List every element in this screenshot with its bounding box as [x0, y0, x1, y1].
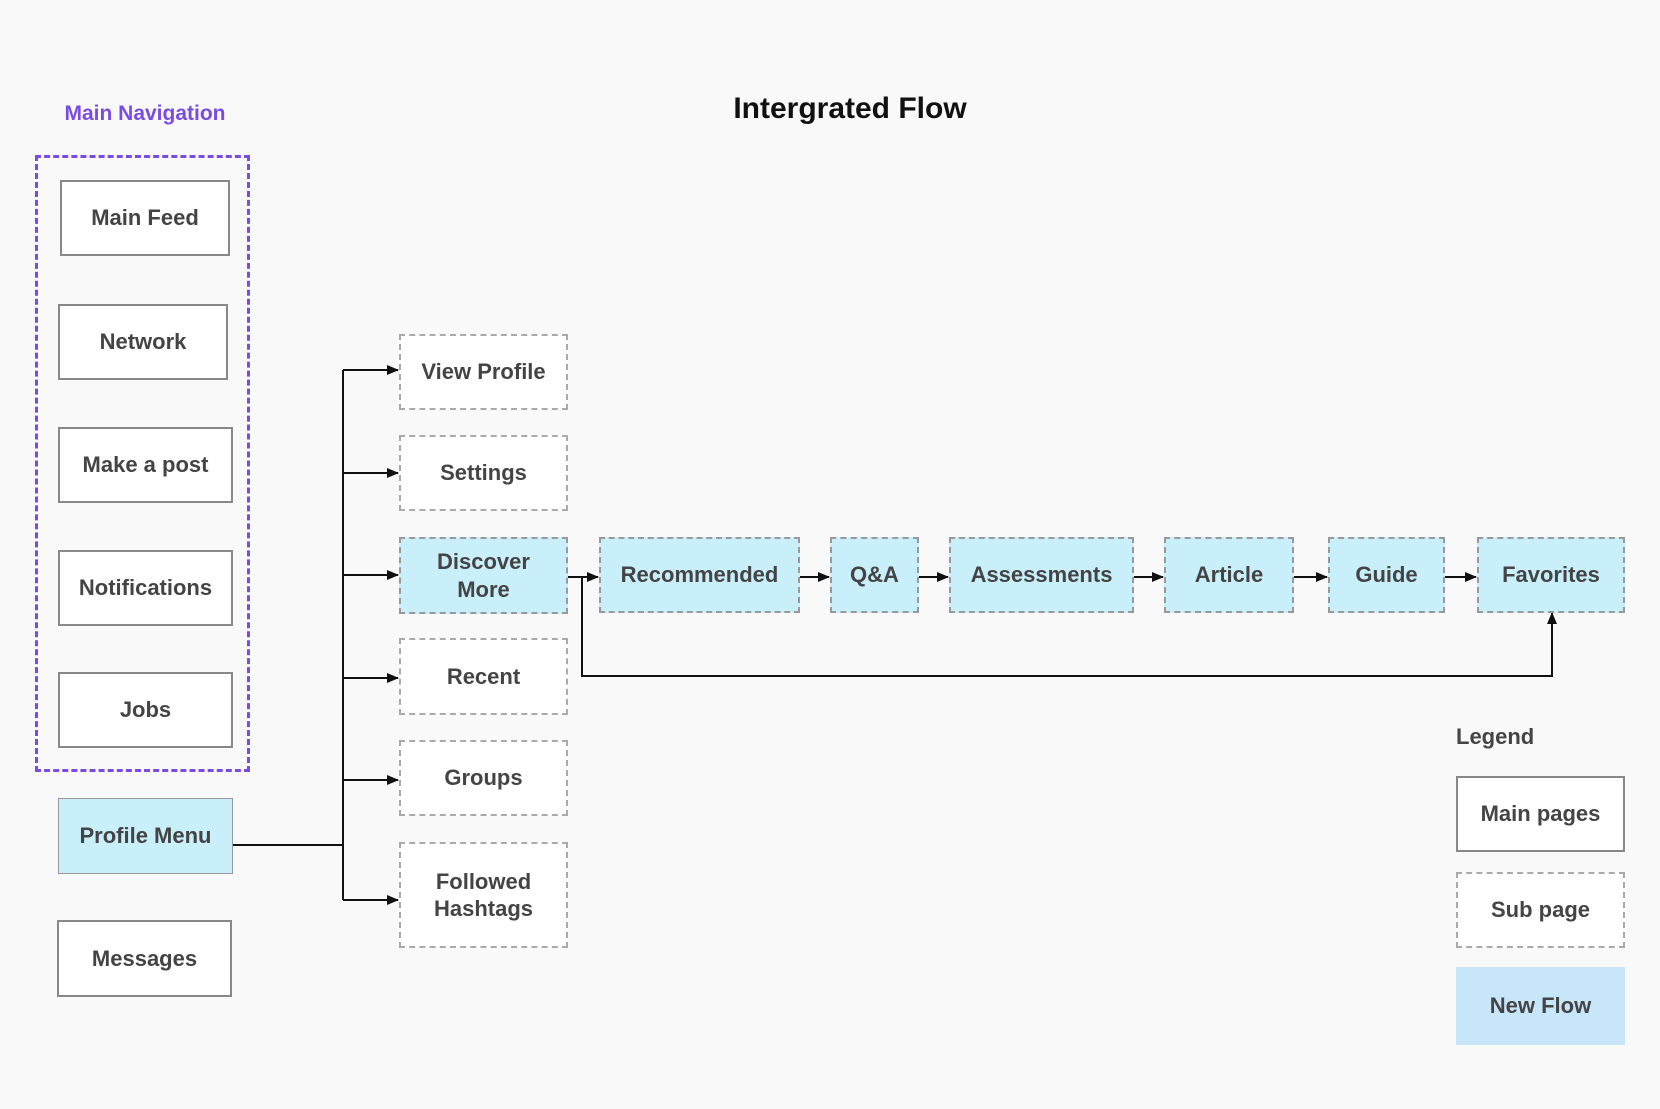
node-network: Network	[58, 304, 228, 380]
node-discover-more: Discover More	[399, 537, 568, 614]
main-navigation-label: Main Navigation	[64, 102, 226, 125]
node-jobs: Jobs	[58, 672, 233, 748]
node-followed-hashtags: Followed Hashtags	[399, 842, 568, 948]
node-article: Article	[1164, 537, 1294, 613]
legend-new-flow: New Flow	[1456, 967, 1625, 1045]
node-view-profile: View Profile	[399, 334, 568, 410]
node-guide: Guide	[1328, 537, 1445, 613]
main-navigation-group	[35, 155, 250, 772]
legend-title: Legend	[1456, 724, 1535, 749]
node-recommended: Recommended	[599, 537, 800, 613]
diagram-title: Intergrated Flow	[733, 92, 967, 125]
node-main-feed: Main Feed	[60, 180, 230, 256]
node-notifications: Notifications	[58, 550, 233, 626]
node-make-a-post: Make a post	[58, 427, 233, 503]
node-profile-menu: Profile Menu	[58, 798, 233, 874]
node-qa: Q&A	[830, 537, 919, 613]
arrow-discover-to-favorites	[581, 577, 1557, 677]
node-assessments: Assessments	[949, 537, 1134, 613]
node-favorites: Favorites	[1477, 537, 1625, 613]
legend-main-pages: Main pages	[1456, 776, 1625, 852]
node-groups: Groups	[399, 740, 568, 816]
node-recent: Recent	[399, 638, 568, 715]
legend-sub-page: Sub page	[1456, 872, 1625, 948]
node-settings: Settings	[399, 435, 568, 511]
node-messages: Messages	[57, 920, 232, 997]
